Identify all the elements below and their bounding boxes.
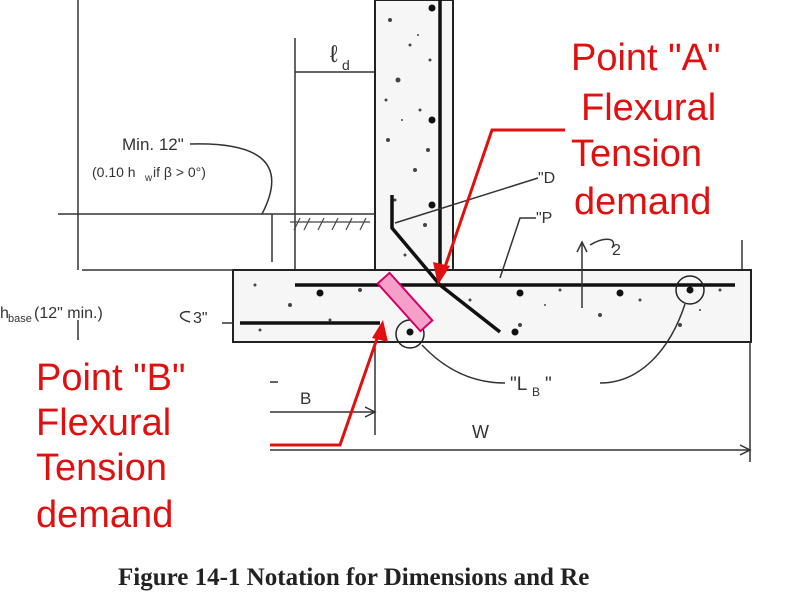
- lb-leader-left: [421, 344, 506, 384]
- point-a-line-4: demand: [574, 181, 711, 223]
- w-label: W: [472, 422, 489, 442]
- lb-sub-label: B: [532, 385, 540, 399]
- point-a-line-3: Tension: [571, 133, 702, 175]
- point-b-arrow: [270, 329, 382, 447]
- min-note-end-label: if β > 0°): [153, 164, 206, 180]
- p-leader: [499, 217, 536, 279]
- figure-caption: Figure 14-1 Notation for Dimensions and …: [118, 564, 589, 591]
- ld-label: ℓ: [330, 41, 338, 68]
- point-a-line-1: Point "A": [571, 37, 721, 79]
- point-a-line-2: Flexural: [581, 87, 716, 129]
- h-base-label: h: [0, 305, 9, 322]
- min-note-sub-label: w: [144, 173, 153, 184]
- three-inch-label: 3": [193, 310, 208, 327]
- point-b-arrowhead: [372, 320, 388, 342]
- lb-end-label: ": [545, 374, 552, 395]
- corner-rebar: [390, 195, 502, 334]
- point-a-arrow: [442, 128, 565, 271]
- two-label: 2: [612, 242, 621, 259]
- point-b-line-1: Point "B": [36, 357, 186, 399]
- h-base-sub-label: base: [8, 313, 32, 325]
- point-b-line-4: demand: [36, 494, 173, 536]
- lb-label: "L: [510, 374, 527, 395]
- d-label: "D: [538, 170, 555, 187]
- footing: [232, 269, 752, 343]
- b-dimension: [270, 342, 377, 435]
- point-b-line-3: Tension: [36, 447, 167, 489]
- point-b-highlight: [376, 271, 434, 333]
- min-12-leader: [189, 143, 273, 215]
- point-a-arrowhead: [433, 262, 450, 285]
- footing-rebar-dots: [316, 286, 694, 336]
- lb-leader-right: [599, 303, 686, 384]
- min-12-label: Min. 12": [122, 135, 184, 154]
- lb-circle-right: [675, 275, 705, 305]
- stem-rebar-dots: [428, 4, 436, 209]
- w-dimension: [270, 342, 752, 462]
- point-b-annotation: Point "B" Flexural Tension demand: [36, 357, 186, 536]
- h-base-end-label: (12" min.): [34, 305, 103, 322]
- p-label: "P: [536, 210, 552, 227]
- backfill-hatch: [290, 217, 370, 231]
- ld-sub-label: d: [342, 57, 350, 73]
- b-label: B: [300, 389, 311, 408]
- point-a-annotation: Point "A" Flexural Tension demand: [571, 37, 721, 223]
- two-inch-dimension: [576, 238, 615, 308]
- three-inch-leader: [179, 310, 191, 323]
- min-note-label: (0.10 h: [92, 164, 136, 180]
- point-b-line-2: Flexural: [36, 402, 171, 444]
